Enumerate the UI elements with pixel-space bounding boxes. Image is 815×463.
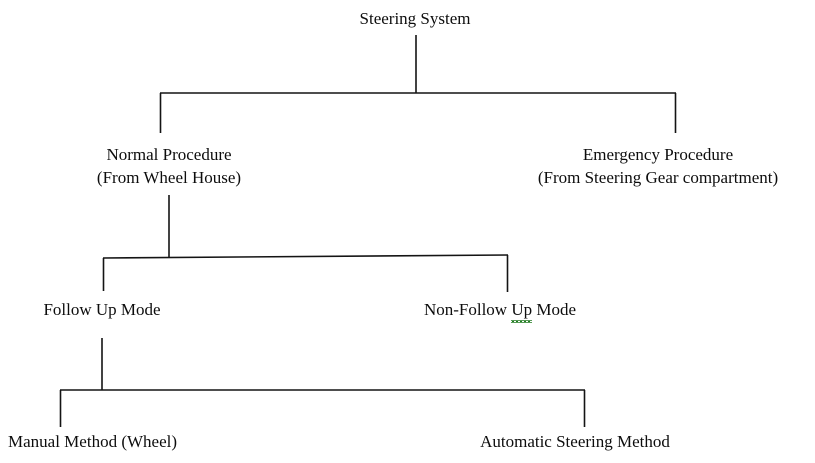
node-normal-procedure-sublabel: (From Wheel House) [96, 168, 242, 187]
node-emergency-procedure: Emergency Procedure (From Steering Gear … [505, 143, 811, 189]
node-automatic-steering-method-label: Automatic Steering Method [480, 432, 670, 451]
connector-level2-bar [102, 254, 509, 259]
node-emergency-procedure-sublabel: (From Steering Gear compartment) [537, 168, 779, 187]
node-steering-system: Steering System [345, 7, 485, 30]
node-steering-system-label: Steering System [359, 9, 471, 28]
spellcheck-underlined-word: Up [511, 300, 533, 323]
node-non-follow-up-mode-prefix: Non-Follow [423, 300, 512, 319]
node-follow-up-mode: Follow Up Mode [32, 298, 172, 321]
node-normal-procedure-label: Normal Procedure [106, 145, 232, 164]
node-manual-method-label: Manual Method (Wheel) [8, 432, 177, 451]
node-automatic-steering-method: Automatic Steering Method [450, 430, 700, 453]
node-normal-procedure: Normal Procedure (From Wheel House) [49, 143, 289, 189]
node-manual-method: Manual Method (Wheel) [0, 430, 222, 453]
node-follow-up-mode-label: Follow Up Mode [43, 300, 161, 319]
node-non-follow-up-mode-suffix: Mode [532, 300, 577, 319]
node-emergency-procedure-label: Emergency Procedure [582, 145, 734, 164]
node-non-follow-up-mode: Non-Follow Up Mode [410, 298, 590, 323]
